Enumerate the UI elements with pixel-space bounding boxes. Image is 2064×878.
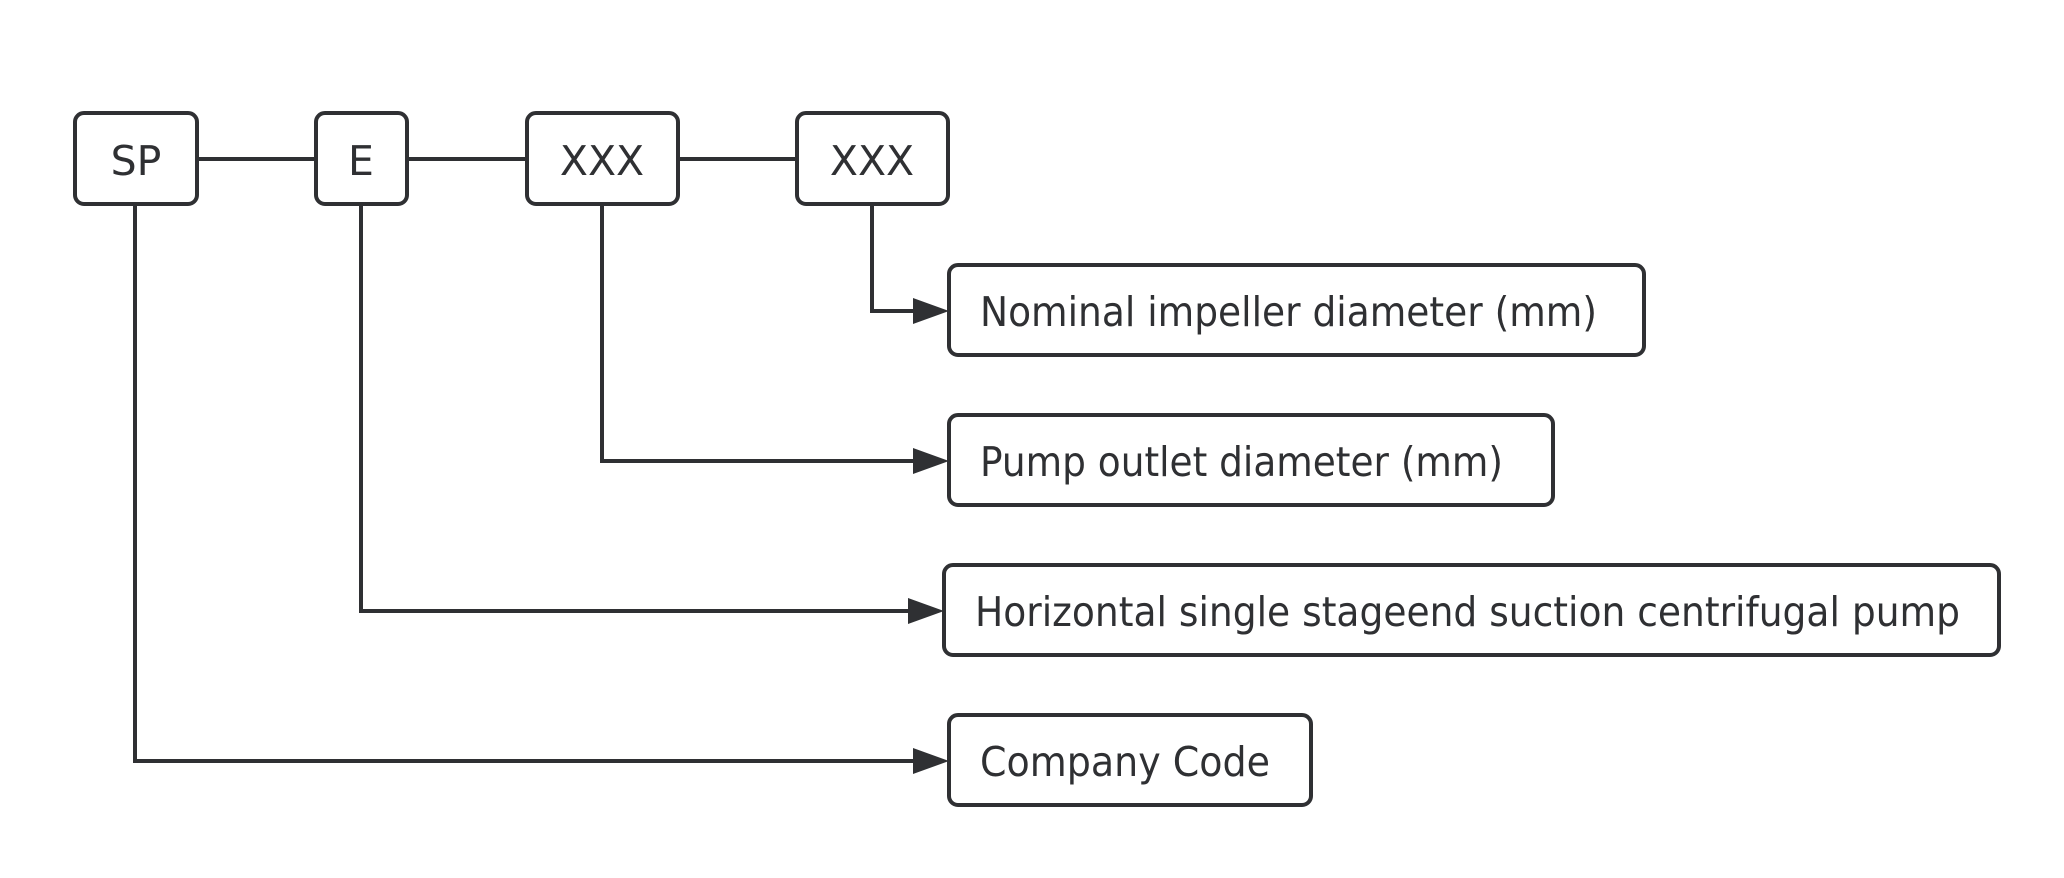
code-segment-label: E bbox=[348, 137, 374, 185]
arrowhead-xxx2 bbox=[913, 298, 949, 324]
description-label: Nominal impeller diameter (mm) bbox=[980, 288, 1597, 336]
description-box bbox=[947, 263, 1646, 357]
description-box bbox=[947, 713, 1313, 807]
code-segment: E bbox=[314, 111, 409, 206]
description-label: Pump outlet diameter (mm) bbox=[980, 438, 1503, 486]
code-segment-label: XXX bbox=[560, 137, 644, 185]
code-segment-box bbox=[525, 111, 680, 206]
description: Horizontal single stageend suction centr… bbox=[942, 563, 2001, 657]
description: Nominal impeller diameter (mm) bbox=[947, 263, 1646, 357]
description-label: Company Code bbox=[980, 738, 1270, 786]
leader-line-xxx1 bbox=[600, 205, 915, 463]
leader-lines bbox=[133, 205, 949, 774]
description: Company Code bbox=[947, 713, 1313, 807]
description-box bbox=[947, 413, 1555, 507]
code-segment: SP bbox=[73, 111, 199, 206]
description-box bbox=[942, 563, 2001, 657]
code-segment-label: SP bbox=[111, 137, 162, 185]
arrowhead-xxx1 bbox=[913, 448, 949, 474]
code-segment-box bbox=[73, 111, 199, 206]
leader-line-e bbox=[359, 205, 910, 613]
leader-line-xxx2 bbox=[870, 205, 915, 313]
arrowhead-e bbox=[908, 598, 944, 624]
code-segment-box bbox=[314, 111, 409, 206]
arrowhead-sp bbox=[913, 748, 949, 774]
code-segment-label: XXX bbox=[830, 137, 914, 185]
description: Pump outlet diameter (mm) bbox=[947, 413, 1555, 507]
code-segment: XXX bbox=[525, 111, 680, 206]
code-segment: XXX bbox=[795, 111, 950, 206]
leader-line-sp bbox=[133, 205, 915, 763]
description-label: Horizontal single stageend suction centr… bbox=[975, 588, 1960, 636]
code-segment-box bbox=[795, 111, 950, 206]
